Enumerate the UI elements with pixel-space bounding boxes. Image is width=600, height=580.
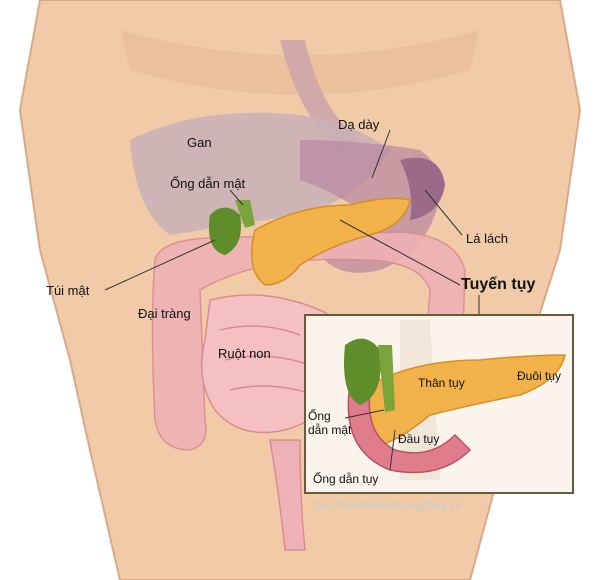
label-spleen: Lá lách [466, 231, 508, 246]
label-bile-duct: Ống dẫn mật [170, 176, 246, 191]
label-stomach: Dạ dày [338, 117, 380, 132]
label-gallbladder: Túi mật [46, 283, 90, 298]
label-pancreas-tail: Đuôi tụy [517, 369, 562, 383]
inset-leader-lines [344, 409, 396, 471]
bile-duct-shape [235, 200, 255, 228]
label-liver: Gan [187, 135, 212, 150]
label-small-intestine: Ruột non [218, 346, 271, 361]
esophagus [280, 40, 360, 150]
label-pancreas-head: Đầu tụy [398, 432, 440, 446]
rectum-shape [269, 439, 306, 551]
label-inset-bile-duct-line1: Ống [308, 409, 331, 423]
watermark-url: ttps://benhvienphuongdong.vn [314, 500, 462, 512]
label-colon: Đại tràng [138, 306, 191, 321]
label-pancreas: Tuyến tụy [461, 276, 536, 293]
gallbladder-shape [209, 207, 241, 255]
label-inset-bile-duct-line2: dẫn mật [308, 423, 352, 437]
label-pancreas-body: Thân tụy [418, 376, 465, 390]
inset-gallbladder [344, 338, 381, 405]
spleen-shape [400, 157, 445, 220]
pancreas-shape [250, 197, 411, 286]
label-pancreatic-duct: Ống dẫn tụy [313, 472, 379, 486]
inset-duodenum [347, 384, 472, 474]
inset-bile-duct [378, 345, 395, 412]
